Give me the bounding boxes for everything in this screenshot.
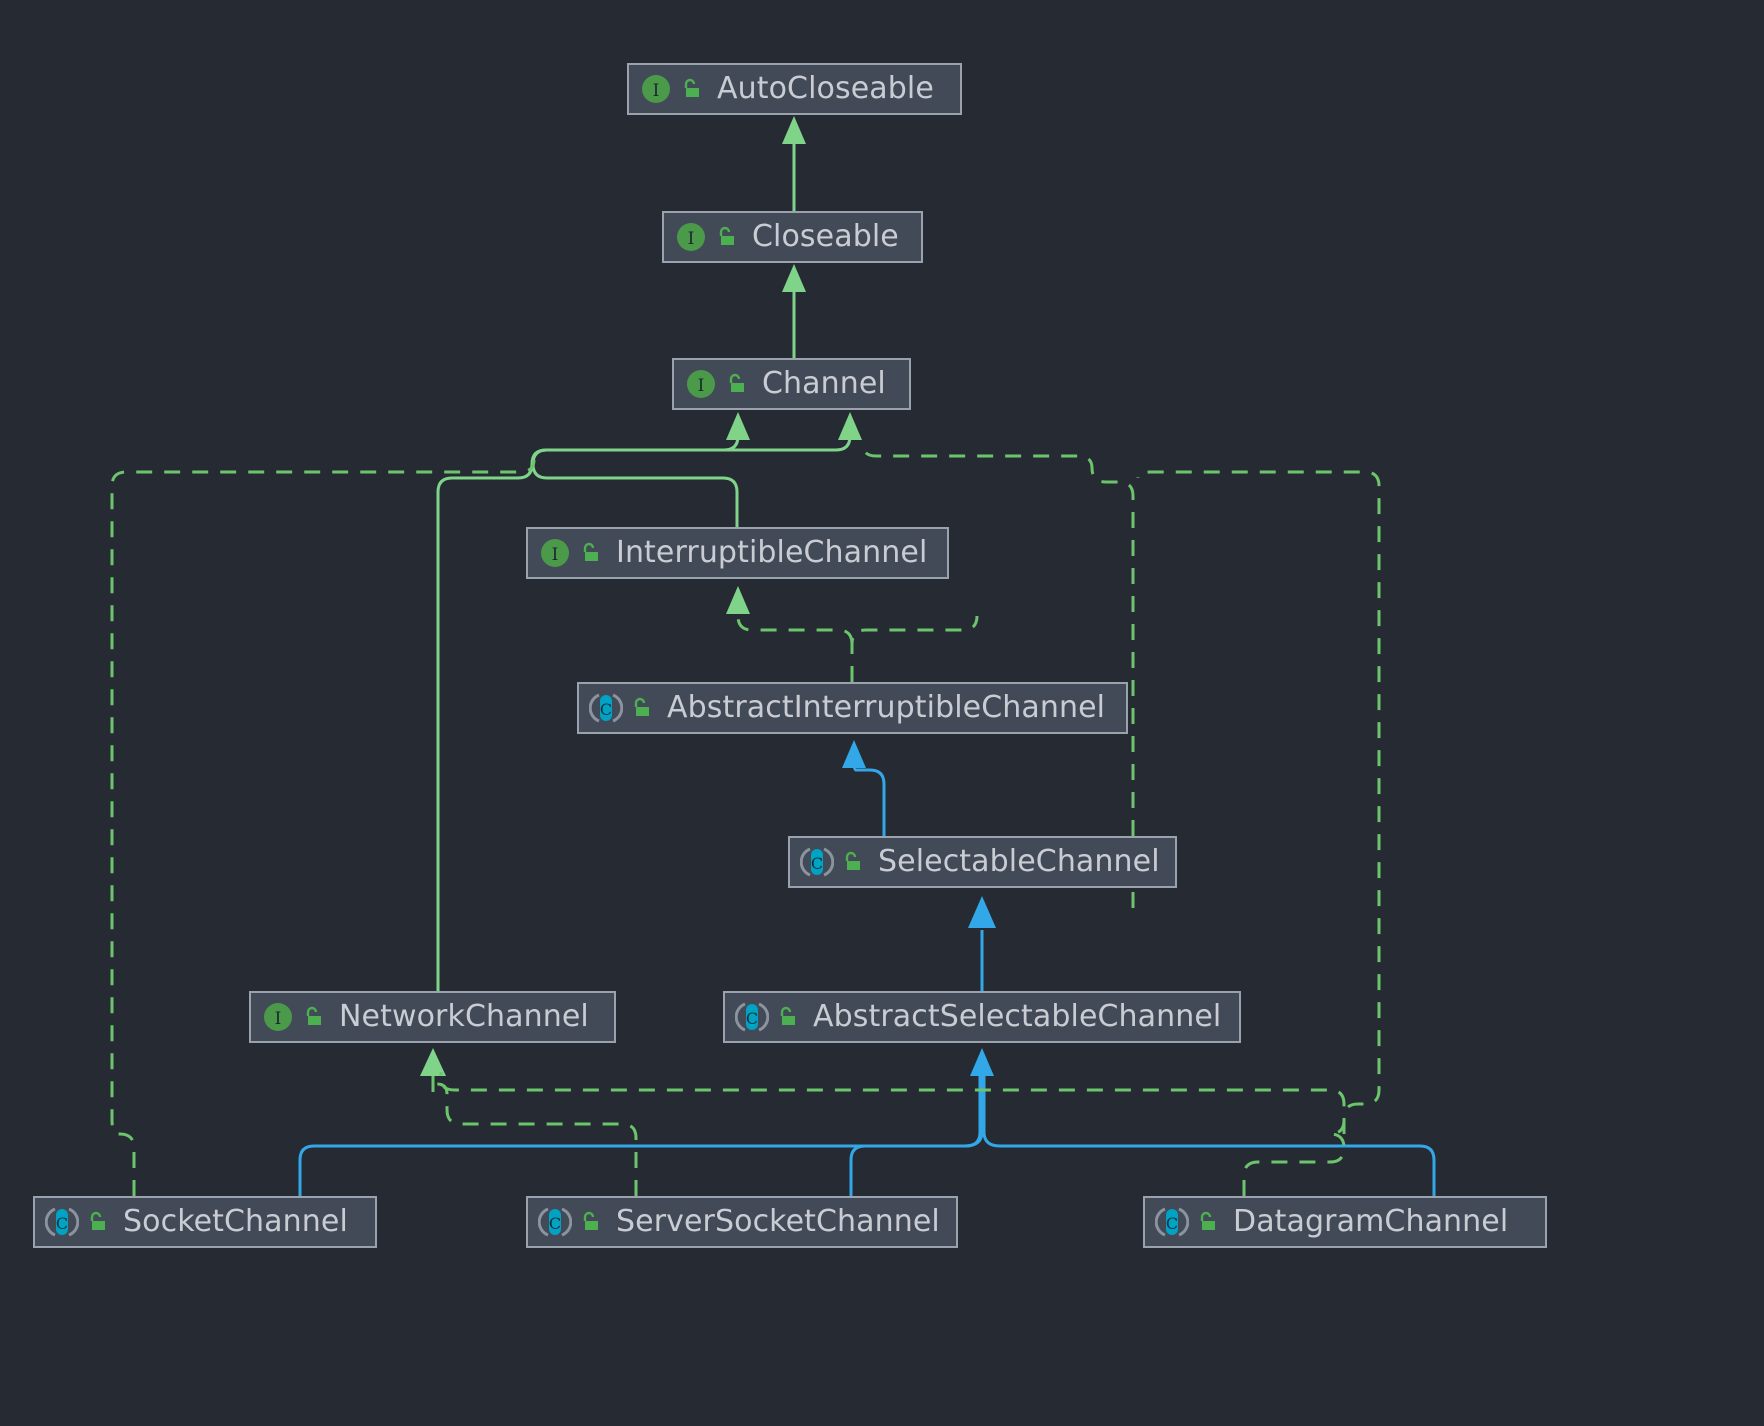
interface-i-icon: I [674, 220, 708, 254]
public-unlocked-padlock-icon [79, 1210, 109, 1234]
uml-node-label: NetworkChannel [339, 999, 589, 1034]
arrowhead-green [726, 586, 750, 614]
uml-node-channel[interactable]: I Channel [672, 358, 911, 410]
public-unlocked-padlock-icon [572, 1210, 602, 1234]
public-unlocked-padlock-icon [769, 1005, 799, 1029]
arrowhead-green [420, 1048, 446, 1076]
abstract-class-c-icon: C [800, 845, 834, 879]
public-unlocked-padlock-icon [718, 372, 748, 396]
uml-node-label: AbstractSelectableChannel [813, 999, 1222, 1034]
uml-node-socketchannel[interactable]: C SocketChannel [33, 1196, 377, 1248]
edge-abstractinterruptiblechannel-to-interruptiblechannel [850, 615, 979, 682]
uml-node-serversocketchannel[interactable]: C ServerSocketChannel [526, 1196, 958, 1248]
uml-node-abstractselectablechannel[interactable]: C AbstractSelectableChannel [723, 991, 1241, 1043]
arrowhead-blue [970, 1048, 994, 1076]
svg-text:I: I [698, 376, 705, 396]
uml-node-label: AutoCloseable [717, 71, 934, 106]
edge-socketchannel-to-networkchannel [110, 459, 536, 1196]
abstract-class-c-icon: C [538, 1205, 572, 1239]
public-unlocked-padlock-icon [1189, 1210, 1219, 1234]
uml-node-closeable[interactable]: I Closeable [662, 211, 923, 263]
uml-node-label: Closeable [752, 219, 899, 254]
arrowhead-green [726, 412, 750, 440]
public-unlocked-padlock-icon [572, 541, 602, 565]
svg-text:C: C [746, 1009, 758, 1028]
arrowhead-green [838, 412, 862, 440]
uml-node-selectablechannel[interactable]: C SelectableChannel [788, 836, 1177, 888]
interface-i-icon: I [684, 367, 718, 401]
abstract-class-c-icon: C [45, 1205, 79, 1239]
svg-text:I: I [653, 81, 660, 101]
svg-text:C: C [549, 1214, 561, 1233]
abstract-class-c-icon: C [735, 1000, 769, 1034]
uml-node-label: AbstractInterruptibleChannel [667, 690, 1106, 725]
abstract-class-c-icon: C [589, 691, 623, 725]
arrowhead-green [782, 264, 806, 292]
uml-node-label: SocketChannel [123, 1204, 348, 1239]
svg-text:I: I [688, 229, 695, 249]
uml-node-label: InterruptibleChannel [616, 535, 928, 570]
edge-serversocketchannel-to-abstractselectablechannel [849, 1070, 982, 1196]
svg-text:C: C [811, 854, 823, 873]
uml-node-label: ServerSocketChannel [616, 1204, 940, 1239]
public-unlocked-padlock-icon [834, 850, 864, 874]
edge-selectablechannel-to-abstractinterruptiblechannel [852, 758, 886, 836]
interface-i-icon: I [261, 1000, 295, 1034]
svg-text:C: C [600, 700, 612, 719]
interface-i-icon: I [538, 536, 572, 570]
abstract-class-c-icon: C [1155, 1205, 1189, 1239]
edge-socketchannel-to-abstractselectablechannel [298, 1068, 984, 1196]
edge-abstractinterruptiblechannel-to-interruptiblechannel-b [736, 608, 854, 645]
public-unlocked-padlock-icon [295, 1005, 325, 1029]
svg-text:C: C [1166, 1214, 1178, 1233]
arrowhead-blue [968, 896, 996, 928]
public-unlocked-padlock-icon [623, 696, 653, 720]
edge-datagramchannel-to-networkchannel [439, 1072, 1346, 1196]
uml-node-interruptiblechannel[interactable]: I InterruptibleChannel [526, 527, 949, 579]
svg-text:I: I [552, 545, 559, 565]
edge-datagramchannel-to-abstractselectablechannel [982, 1070, 1436, 1196]
uml-node-datagramchannel[interactable]: C DatagramChannel [1143, 1196, 1547, 1248]
arrowhead-green [782, 116, 806, 144]
uml-node-label: SelectableChannel [878, 844, 1160, 879]
public-unlocked-padlock-icon [673, 77, 703, 101]
uml-node-label: Channel [762, 366, 886, 401]
uml-node-label: DatagramChannel [1233, 1204, 1509, 1239]
edge-interruptiblechannel-to-channel [531, 430, 740, 527]
uml-node-networkchannel[interactable]: I NetworkChannel [249, 991, 616, 1043]
public-unlocked-padlock-icon [708, 225, 738, 249]
uml-node-abstractinterruptiblechannel[interactable]: C AbstractInterruptibleChannel [577, 682, 1128, 734]
edge-serversocketchannel-to-networkchannel [435, 1082, 638, 1196]
uml-node-autocloseable[interactable]: I AutoCloseable [627, 63, 962, 115]
interface-i-icon: I [639, 72, 673, 106]
svg-text:I: I [275, 1009, 282, 1029]
edge-datagramchannel-to-channel-outer [1136, 470, 1381, 1134]
arrowhead-blue [842, 740, 866, 768]
svg-text:C: C [56, 1214, 68, 1233]
